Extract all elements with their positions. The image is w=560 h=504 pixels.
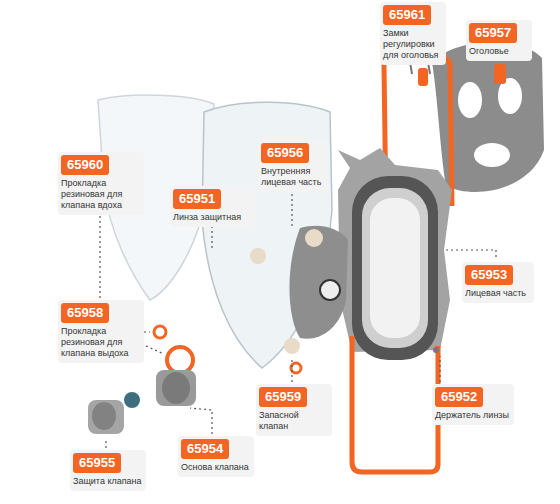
part-name: Прокладка резиновая для клапана вдоха: [61, 178, 140, 211]
leader-line: [291, 358, 292, 382]
harness-buckle: [494, 64, 506, 84]
callout-number: 65951: [173, 189, 221, 209]
leader-line: [211, 226, 212, 250]
leader-line: [446, 250, 496, 260]
callout-number: 65960: [61, 155, 109, 175]
valve-disc: [284, 338, 300, 354]
lens-holder-bottom: [352, 336, 438, 472]
callout: 65957Оголовье: [466, 20, 532, 61]
face-piece: [338, 148, 452, 360]
leader-line: [190, 408, 212, 434]
valve-cover-face: [92, 402, 116, 430]
callout-number: 65958: [61, 303, 109, 323]
valve-cover: [88, 400, 124, 434]
callout-number: 65952: [435, 387, 483, 407]
callout-number: 65959: [259, 387, 307, 407]
part-name: Внутренняя лицевая часть: [261, 166, 324, 188]
callout: 65961Замки регулировки для оголовья: [380, 2, 446, 65]
face-frame-inner: [362, 188, 428, 348]
valve-disc: [250, 248, 266, 264]
valve-base: [156, 370, 196, 406]
rubber-ring: [154, 326, 166, 338]
part-name: Защита клапана: [73, 476, 142, 487]
valve-cover-body: [88, 400, 124, 434]
part-name: Держатель линзы: [435, 410, 510, 421]
rubber-ring: [167, 347, 193, 373]
leader-line: [439, 356, 440, 382]
part-name: Лицевая часть: [465, 288, 530, 299]
part-name: Основа клапана: [181, 462, 250, 473]
callout: 65952Держатель линзы: [432, 384, 514, 425]
callout: 65959Запасной клапан: [256, 384, 332, 436]
callout-number: 65957: [469, 23, 517, 43]
harness-buckle: [418, 68, 428, 86]
valve-base-face: [162, 372, 190, 404]
face-opening: [370, 198, 420, 338]
leader-line: [105, 438, 106, 448]
part-name: Прокладка резиновая для клапана выдоха: [61, 326, 140, 359]
harness-hole: [474, 143, 510, 167]
valve-base-body: [156, 370, 196, 406]
callout-number: 65954: [181, 439, 229, 459]
callout: 65954Основа клапана: [178, 436, 254, 477]
leader-line: [146, 346, 164, 354]
callout: 65958Прокладка резиновая для клапана выд…: [58, 300, 144, 363]
callout: 65951Линза защитная: [170, 186, 256, 227]
callout: 65953Лицевая часть: [462, 262, 534, 303]
callout-number: 65961: [383, 5, 431, 25]
part-name: Линза защитная: [173, 212, 252, 223]
screw: [433, 347, 439, 353]
valve-membrane: [124, 392, 140, 408]
callout-number: 65953: [465, 265, 513, 285]
part-name: Запасной клапан: [259, 410, 328, 432]
callout: 65955Защита клапана: [70, 450, 146, 491]
harness-hole: [458, 82, 482, 118]
part-name: Оголовье: [469, 46, 528, 57]
callout-number: 65956: [261, 143, 309, 163]
inner-mask: [289, 226, 348, 339]
callout: 65960Прокладка резиновая для клапана вдо…: [58, 152, 144, 215]
leader-lines: [100, 52, 500, 448]
callout-number: 65955: [73, 453, 121, 473]
inner-mask-valve: [320, 280, 340, 300]
face-frame: [352, 176, 438, 360]
callout: 65956Внутренняя лицевая часть: [258, 140, 328, 192]
valve-disc: [305, 229, 323, 247]
part-name: Замки регулировки для оголовья: [383, 28, 442, 61]
